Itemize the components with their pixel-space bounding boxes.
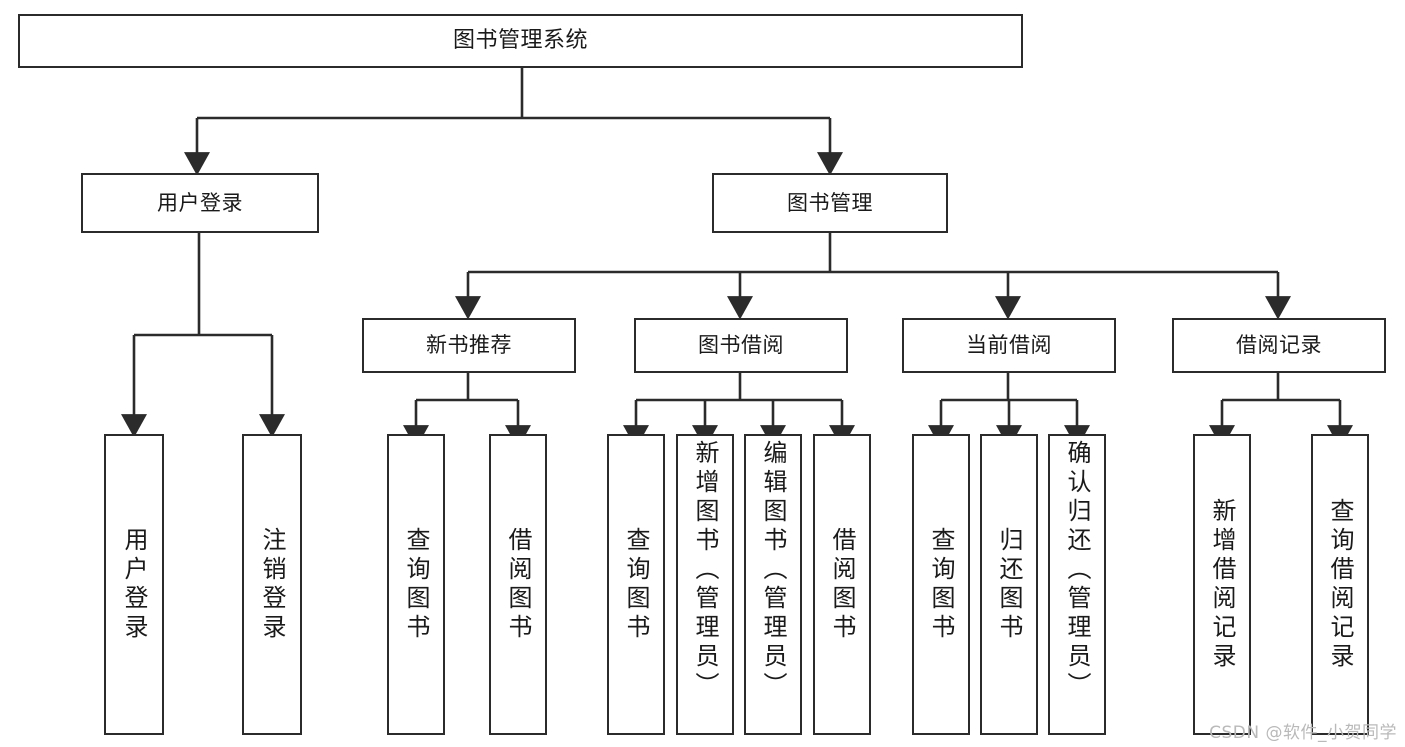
node-leaf-user-login[interactable]: 用户登录	[104, 434, 164, 735]
node-leaf-confirm-return[interactable]: 确认归还（管理员）	[1048, 434, 1106, 735]
node-root-label: 图书管理系统	[452, 28, 588, 54]
node-leaf-query-book-2[interactable]: 查询图书	[607, 434, 665, 735]
node-root[interactable]: 图书管理系统	[18, 14, 1023, 68]
node-book-borrow[interactable]: 图书借阅	[634, 318, 848, 373]
node-leaf-add-book[interactable]: 新增图书（管理员）	[676, 434, 734, 735]
node-leaf-edit-book-label: 编辑图书（管理员）	[759, 440, 787, 701]
node-leaf-add-book-label: 新增图书（管理员）	[691, 440, 719, 701]
node-book-management-label: 图书管理	[787, 190, 873, 215]
node-user-login[interactable]: 用户登录	[81, 173, 319, 233]
watermark-text: CSDN @软件_小贺同学	[1209, 723, 1397, 743]
node-leaf-add-record[interactable]: 新增借阅记录	[1193, 434, 1251, 735]
node-borrow-record[interactable]: 借阅记录	[1172, 318, 1386, 373]
node-leaf-query-book-2-label: 查询图书	[622, 526, 650, 643]
node-leaf-query-book-1[interactable]: 查询图书	[387, 434, 445, 735]
node-leaf-borrow-book-2-label: 借阅图书	[828, 526, 856, 643]
node-leaf-borrow-book-1[interactable]: 借阅图书	[489, 434, 547, 735]
node-leaf-return-book-label: 归还图书	[995, 526, 1023, 643]
node-borrow-record-label: 借阅记录	[1236, 333, 1322, 358]
node-leaf-query-book-3[interactable]: 查询图书	[912, 434, 970, 735]
node-leaf-borrow-book-2[interactable]: 借阅图书	[813, 434, 871, 735]
node-leaf-return-book[interactable]: 归还图书	[980, 434, 1038, 735]
node-leaf-user-login-label: 用户登录	[120, 526, 148, 643]
node-leaf-logout-login[interactable]: 注销登录	[242, 434, 302, 735]
node-leaf-query-book-1-label: 查询图书	[402, 526, 430, 643]
node-leaf-query-record-label: 查询借阅记录	[1326, 497, 1354, 672]
node-current-borrow-label: 当前借阅	[966, 333, 1052, 358]
node-leaf-edit-book[interactable]: 编辑图书（管理员）	[744, 434, 802, 735]
node-new-book-recommend-label: 新书推荐	[426, 333, 512, 358]
node-leaf-query-book-3-label: 查询图书	[927, 526, 955, 643]
node-leaf-borrow-book-1-label: 借阅图书	[504, 526, 532, 643]
node-leaf-query-record[interactable]: 查询借阅记录	[1311, 434, 1369, 735]
node-user-login-label: 用户登录	[157, 190, 243, 215]
node-new-book-recommend[interactable]: 新书推荐	[362, 318, 576, 373]
node-book-management[interactable]: 图书管理	[712, 173, 948, 233]
node-book-borrow-label: 图书借阅	[698, 333, 784, 358]
node-leaf-logout-login-label: 注销登录	[258, 526, 286, 643]
node-current-borrow[interactable]: 当前借阅	[902, 318, 1116, 373]
node-leaf-add-record-label: 新增借阅记录	[1208, 497, 1236, 672]
node-leaf-confirm-return-label: 确认归还（管理员）	[1063, 440, 1091, 701]
